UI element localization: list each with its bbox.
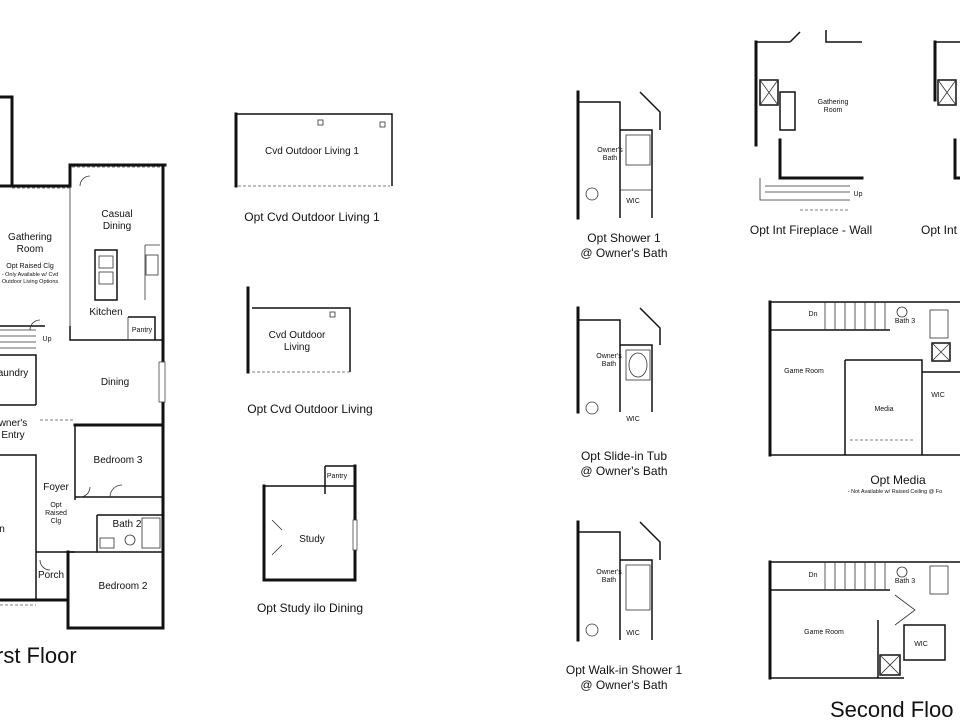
walk-in-shower-caption: Opt Walk-in Shower 1 @ Owner's Bath: [565, 663, 683, 692]
slide-in-tub-caption: Opt Slide-in Tub @ Owner's Bath: [580, 449, 668, 478]
first-floor-walls: [0, 95, 167, 630]
int-fireplace-caption-2: Opt Int: [920, 223, 958, 237]
walk-in-shower-bath-label: Owner's Bath: [596, 569, 622, 584]
media-room-label: Media: [874, 406, 894, 413]
dining-label: Dining: [100, 377, 130, 388]
opt-cvd-outdoor-living-plan: [246, 286, 351, 374]
bedroom-2-label: Bedroom 2: [98, 581, 148, 592]
cvd-outdoor-living-caption: Opt Cvd Outdoor Living: [247, 402, 373, 416]
fireplace-up-label: Up: [853, 191, 863, 198]
media-dn-label: Dn: [808, 311, 818, 318]
study-pantry-label: Pantry: [326, 473, 348, 480]
casual-dining-label: Casual Dining: [101, 209, 133, 232]
shower-1-caption: Opt Shower 1 @ Owner's Bath: [580, 231, 668, 260]
laundry-label: aundry: [0, 368, 29, 379]
foyer-label: Foyer: [43, 482, 69, 493]
second-floor-dn-label: Dn: [808, 572, 818, 579]
media-game-room-label: Game Room: [784, 368, 824, 375]
porch-label: Porch: [37, 570, 65, 581]
only-available-note: - Only Available w/ Cvd Outdoor Living O…: [1, 272, 59, 285]
opt-raised-clg-label: Opt Raised Clg: [6, 263, 54, 270]
media-note: - Not Available w/ Raised Ceiling @ Fo: [847, 489, 943, 495]
pantry-label: Pantry: [131, 327, 153, 334]
media-wic-label: WIC: [931, 392, 945, 399]
up-label: Up: [42, 336, 52, 343]
shower-1-wic-label: WIC: [626, 198, 640, 205]
opt-walk-in-shower-plan: [576, 520, 661, 642]
owners-entry-label: wner's Entry: [0, 418, 28, 441]
slide-in-tub-wic-label: WIC: [626, 416, 640, 423]
study-caption: Opt Study ilo Dining: [256, 601, 364, 615]
shower-1-bath-label: Owner's Bath: [597, 147, 623, 162]
second-floor-title: Second Floo: [830, 697, 954, 722]
opt-cvd-outdoor-living-1-plan: [234, 112, 393, 188]
slide-in-tub-bath-label: Owner's Bath: [596, 353, 622, 368]
cvd-outdoor-living-1-caption: Opt Cvd Outdoor Living 1: [244, 210, 380, 224]
gathering-room-label: Gathering Room: [8, 232, 52, 255]
walk-in-shower-wic-label: WIC: [626, 630, 640, 637]
kitchen-label: Kitchen: [89, 307, 123, 318]
opt-int-fireplace-plan: [754, 30, 960, 211]
foyer-opt-raised-clg-label: Opt Raised Clg: [45, 502, 67, 525]
cvd-outdoor-living-label: Cvd Outdoor Living: [268, 330, 326, 353]
media-caption: Opt Media: [870, 473, 926, 487]
first-floor-title: rst Floor: [0, 643, 77, 668]
second-floor-wic-label: WIC: [914, 641, 928, 648]
second-floor-plan: [768, 560, 960, 680]
second-floor-bath-3-label: Bath 3: [894, 578, 916, 585]
media-bath-3-label: Bath 3: [894, 318, 916, 325]
garage-label: n: [0, 524, 5, 535]
fireplace-gathering-room-label: Gathering Room: [817, 99, 849, 114]
opt-media-plan: [768, 300, 960, 457]
cvd-outdoor-living-1-label: Cvd Outdoor Living 1: [265, 146, 359, 157]
opt-study-plan: [262, 464, 358, 582]
study-label: Study: [299, 534, 325, 545]
int-fireplace-caption: Opt Int Fireplace - Wall: [749, 223, 873, 237]
bath-2-label: Bath 2: [112, 519, 142, 530]
opt-slide-in-tub-plan: [576, 306, 661, 415]
bedroom-3-label: Bedroom 3: [93, 455, 143, 466]
opt-shower-1-plan: [576, 90, 661, 220]
second-floor-game-room-label: Game Room: [804, 629, 844, 636]
